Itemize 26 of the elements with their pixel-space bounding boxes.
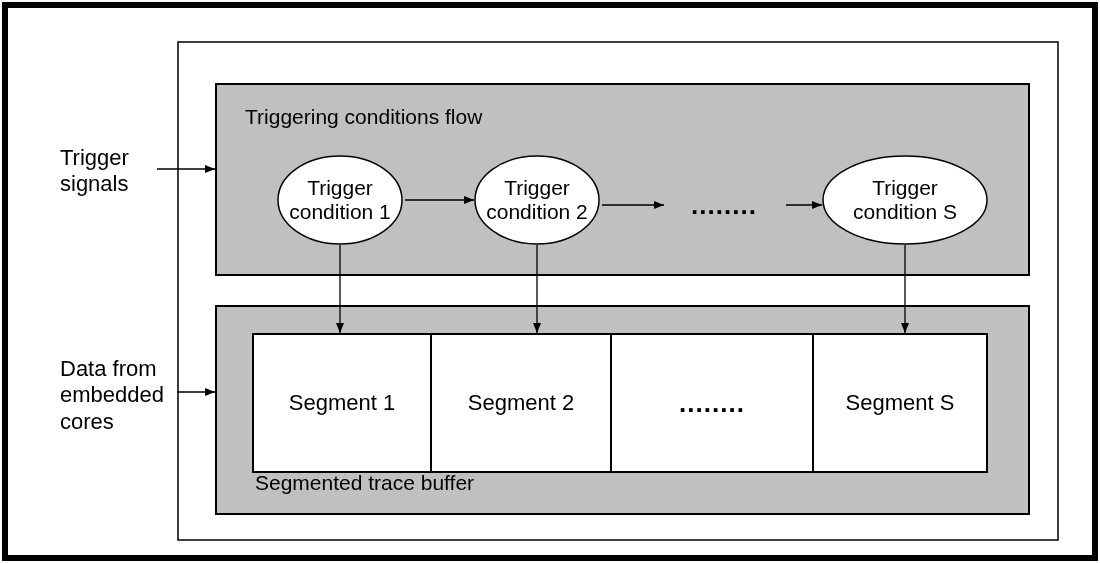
buffer-segment: Segment S [812,333,988,473]
buffer-segment: Segment 2 [430,333,610,473]
buffer-segment [610,333,812,473]
condition-ellipse [822,155,988,245]
arrow [404,196,475,204]
arrow [785,201,823,209]
arrow [176,388,216,396]
input-label: Trigger signals [60,145,155,205]
arrow [336,244,344,334]
arrow [901,244,909,334]
panel-title: Segmented trace buffer [255,471,475,495]
arrow [601,201,665,209]
condition-ellipse [277,155,403,245]
panel [215,83,1030,276]
arrow [156,165,216,173]
buffer-segment: Segment 1 [252,333,430,473]
panel [215,305,1030,515]
input-label: Data from embedded cores [60,356,175,446]
condition-label: Trigger condition 2 [485,175,589,225]
panel-title: Triggering conditions flow [245,105,483,129]
ellipsis: ........ [679,387,745,419]
condition-label: Trigger condition 1 [288,175,392,225]
arrow [533,244,541,334]
ellipsis: ........ [664,186,784,224]
condition-label: Trigger condition S [852,175,958,225]
condition-ellipse [474,155,600,245]
